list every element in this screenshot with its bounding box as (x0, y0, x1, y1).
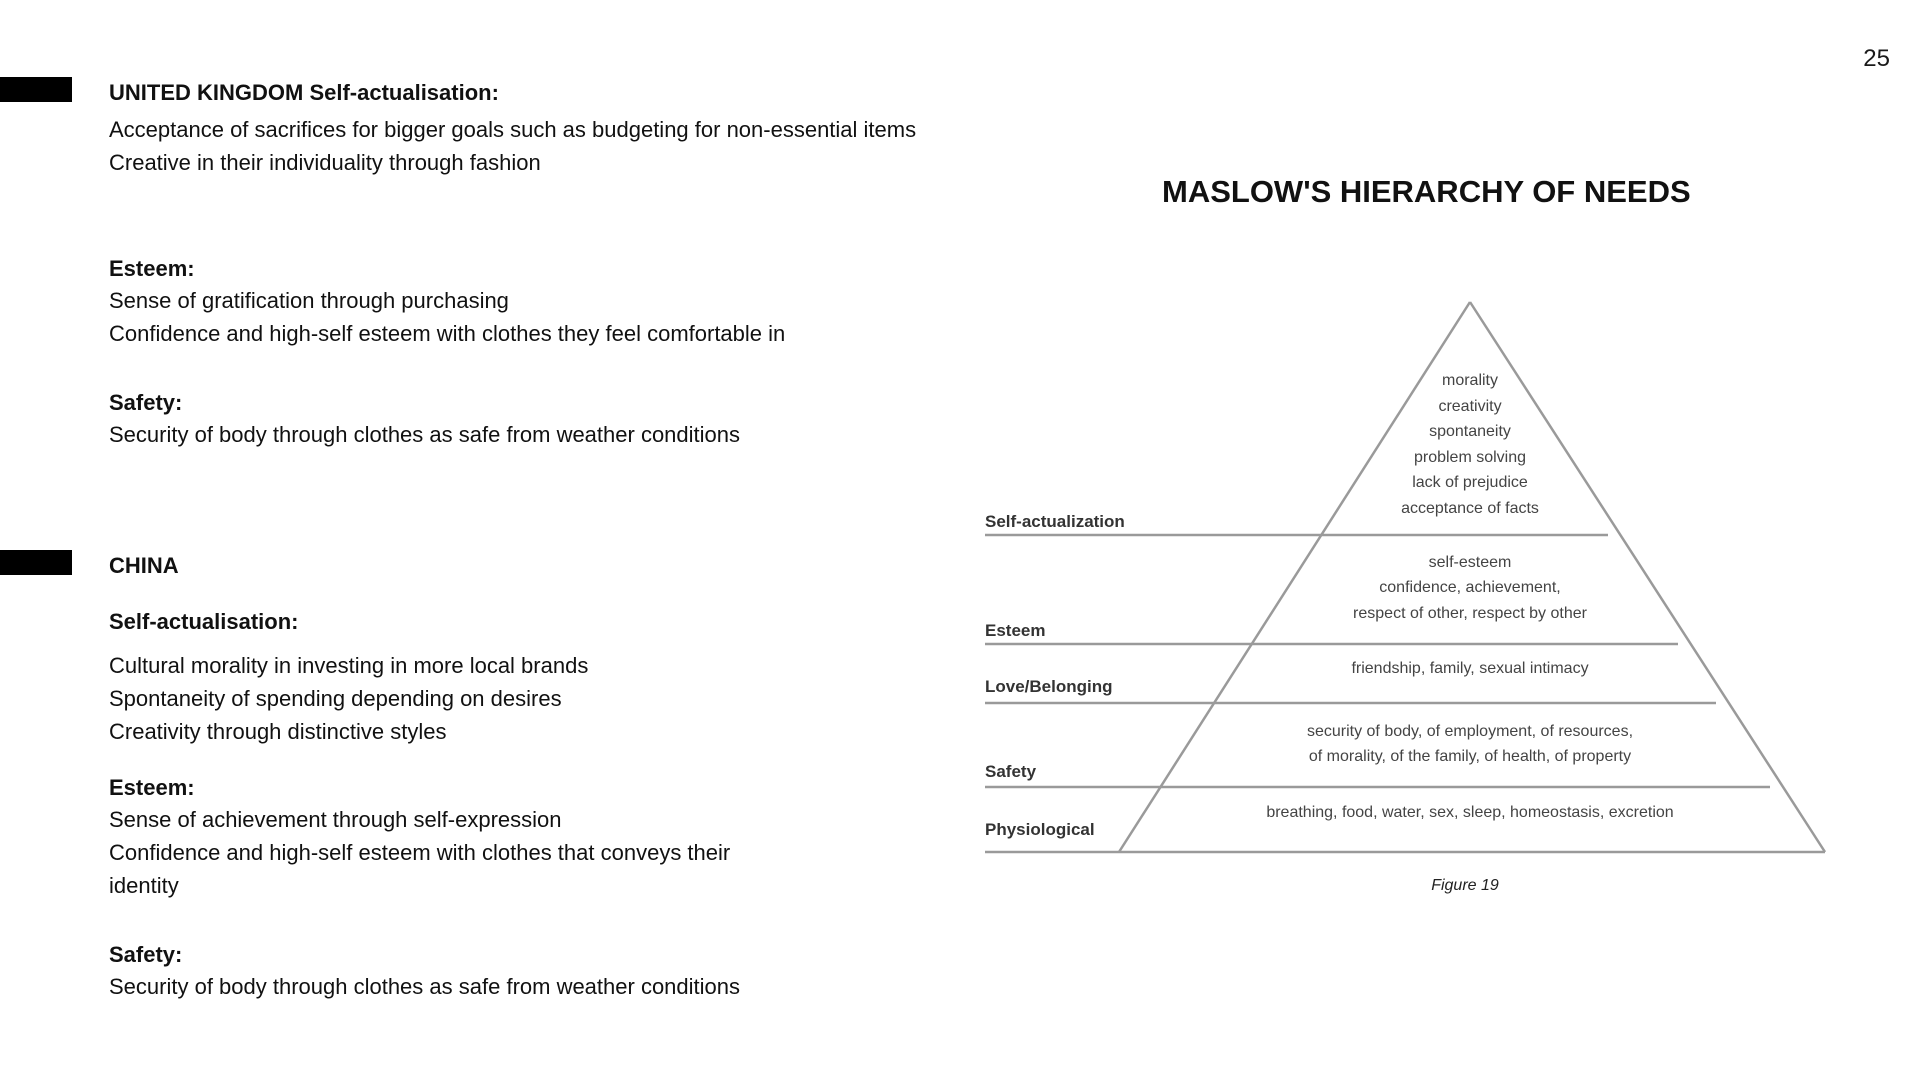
uk-safety-heading: Safety: (109, 390, 183, 415)
china-self-actualisation-heading: Self-actualisation: (109, 609, 299, 634)
esteem-item: respect of other, respect by other (1353, 605, 1588, 622)
pyramid-left-edge (1117, 301, 1472, 853)
level-label-self-actualization: Self-actualization (985, 512, 1125, 531)
china-heading-block: CHINA (109, 551, 1039, 581)
china-self-actualisation-line: Spontaneity of spending depending on des… (109, 686, 562, 711)
physiological-item: breathing, food, water, sex, sleep, home… (1266, 804, 1673, 821)
pyramid-right-edge (1468, 301, 1827, 853)
love-belonging-item: friendship, family, sexual intimacy (1351, 660, 1588, 677)
uk-esteem-heading: Esteem: (109, 256, 195, 281)
maslow-pyramid-diagram: Self-actualization Esteem Love/Belonging… (985, 301, 1827, 854)
china-safety-line: Security of body through clothes as safe… (109, 974, 741, 999)
self-actualization-item: creativity (1438, 398, 1501, 415)
self-actualization-item: acceptance of facts (1401, 500, 1539, 517)
level-label-love-belonging: Love/Belonging (985, 677, 1113, 696)
china-esteem-heading: Esteem: (109, 775, 195, 800)
section-marker-bar (0, 77, 72, 102)
uk-heading: UNITED KINGDOM Self-actualisation: (109, 80, 499, 105)
uk-section: UNITED KINGDOM Self-actualisation: Accep… (109, 78, 1039, 179)
level-label-physiological: Physiological (985, 820, 1095, 839)
esteem-item: confidence, achievement, (1379, 579, 1560, 596)
china-self-actualisation-section: Self-actualisation: Cultural morality in… (109, 607, 1039, 748)
china-heading: CHINA (109, 553, 179, 578)
china-self-actualisation-line: Creativity through distinctive styles (109, 719, 447, 744)
section-marker-bar (0, 550, 72, 575)
china-esteem-line: identity (109, 873, 179, 898)
esteem-item: self-esteem (1429, 554, 1512, 571)
level-label-safety: Safety (985, 762, 1037, 781)
china-safety-heading: Safety: (109, 942, 183, 967)
self-actualization-item: morality (1442, 372, 1498, 389)
uk-esteem-section: Esteem: Sense of gratification through p… (109, 254, 1039, 350)
uk-self-actualisation-line: Acceptance of sacrifices for bigger goal… (109, 117, 917, 142)
uk-safety-section: Safety: Security of body through clothes… (109, 388, 1039, 451)
figure-caption: Figure 19 (1431, 877, 1499, 894)
self-actualization-item: lack of prejudice (1412, 474, 1528, 491)
self-actualization-item: spontaneity (1429, 423, 1511, 440)
self-actualization-item: problem solving (1414, 449, 1526, 466)
china-esteem-section: Esteem: Sense of achievement through sel… (109, 773, 1039, 902)
safety-item: security of body, of employment, of reso… (1307, 723, 1633, 740)
figure-title: MASLOW'S HIERARCHY OF NEEDS (1162, 174, 1691, 209)
uk-safety-line: Security of body through clothes as safe… (109, 422, 741, 447)
page-number: 25 (1863, 45, 1890, 72)
china-esteem-line: Confidence and high-self esteem with clo… (109, 840, 731, 865)
uk-self-actualisation-line: Creative in their individuality through … (109, 150, 541, 175)
uk-esteem-line: Sense of gratification through purchasin… (109, 288, 509, 313)
level-label-esteem: Esteem (985, 621, 1045, 640)
uk-esteem-line: Confidence and high-self esteem with clo… (109, 321, 786, 346)
china-self-actualisation-line: Cultural morality in investing in more l… (109, 653, 589, 678)
safety-item: of morality, of the family, of health, o… (1309, 748, 1631, 765)
china-esteem-line: Sense of achievement through self-expres… (109, 807, 562, 832)
china-safety-section: Safety: Security of body through clothes… (109, 940, 1039, 1003)
